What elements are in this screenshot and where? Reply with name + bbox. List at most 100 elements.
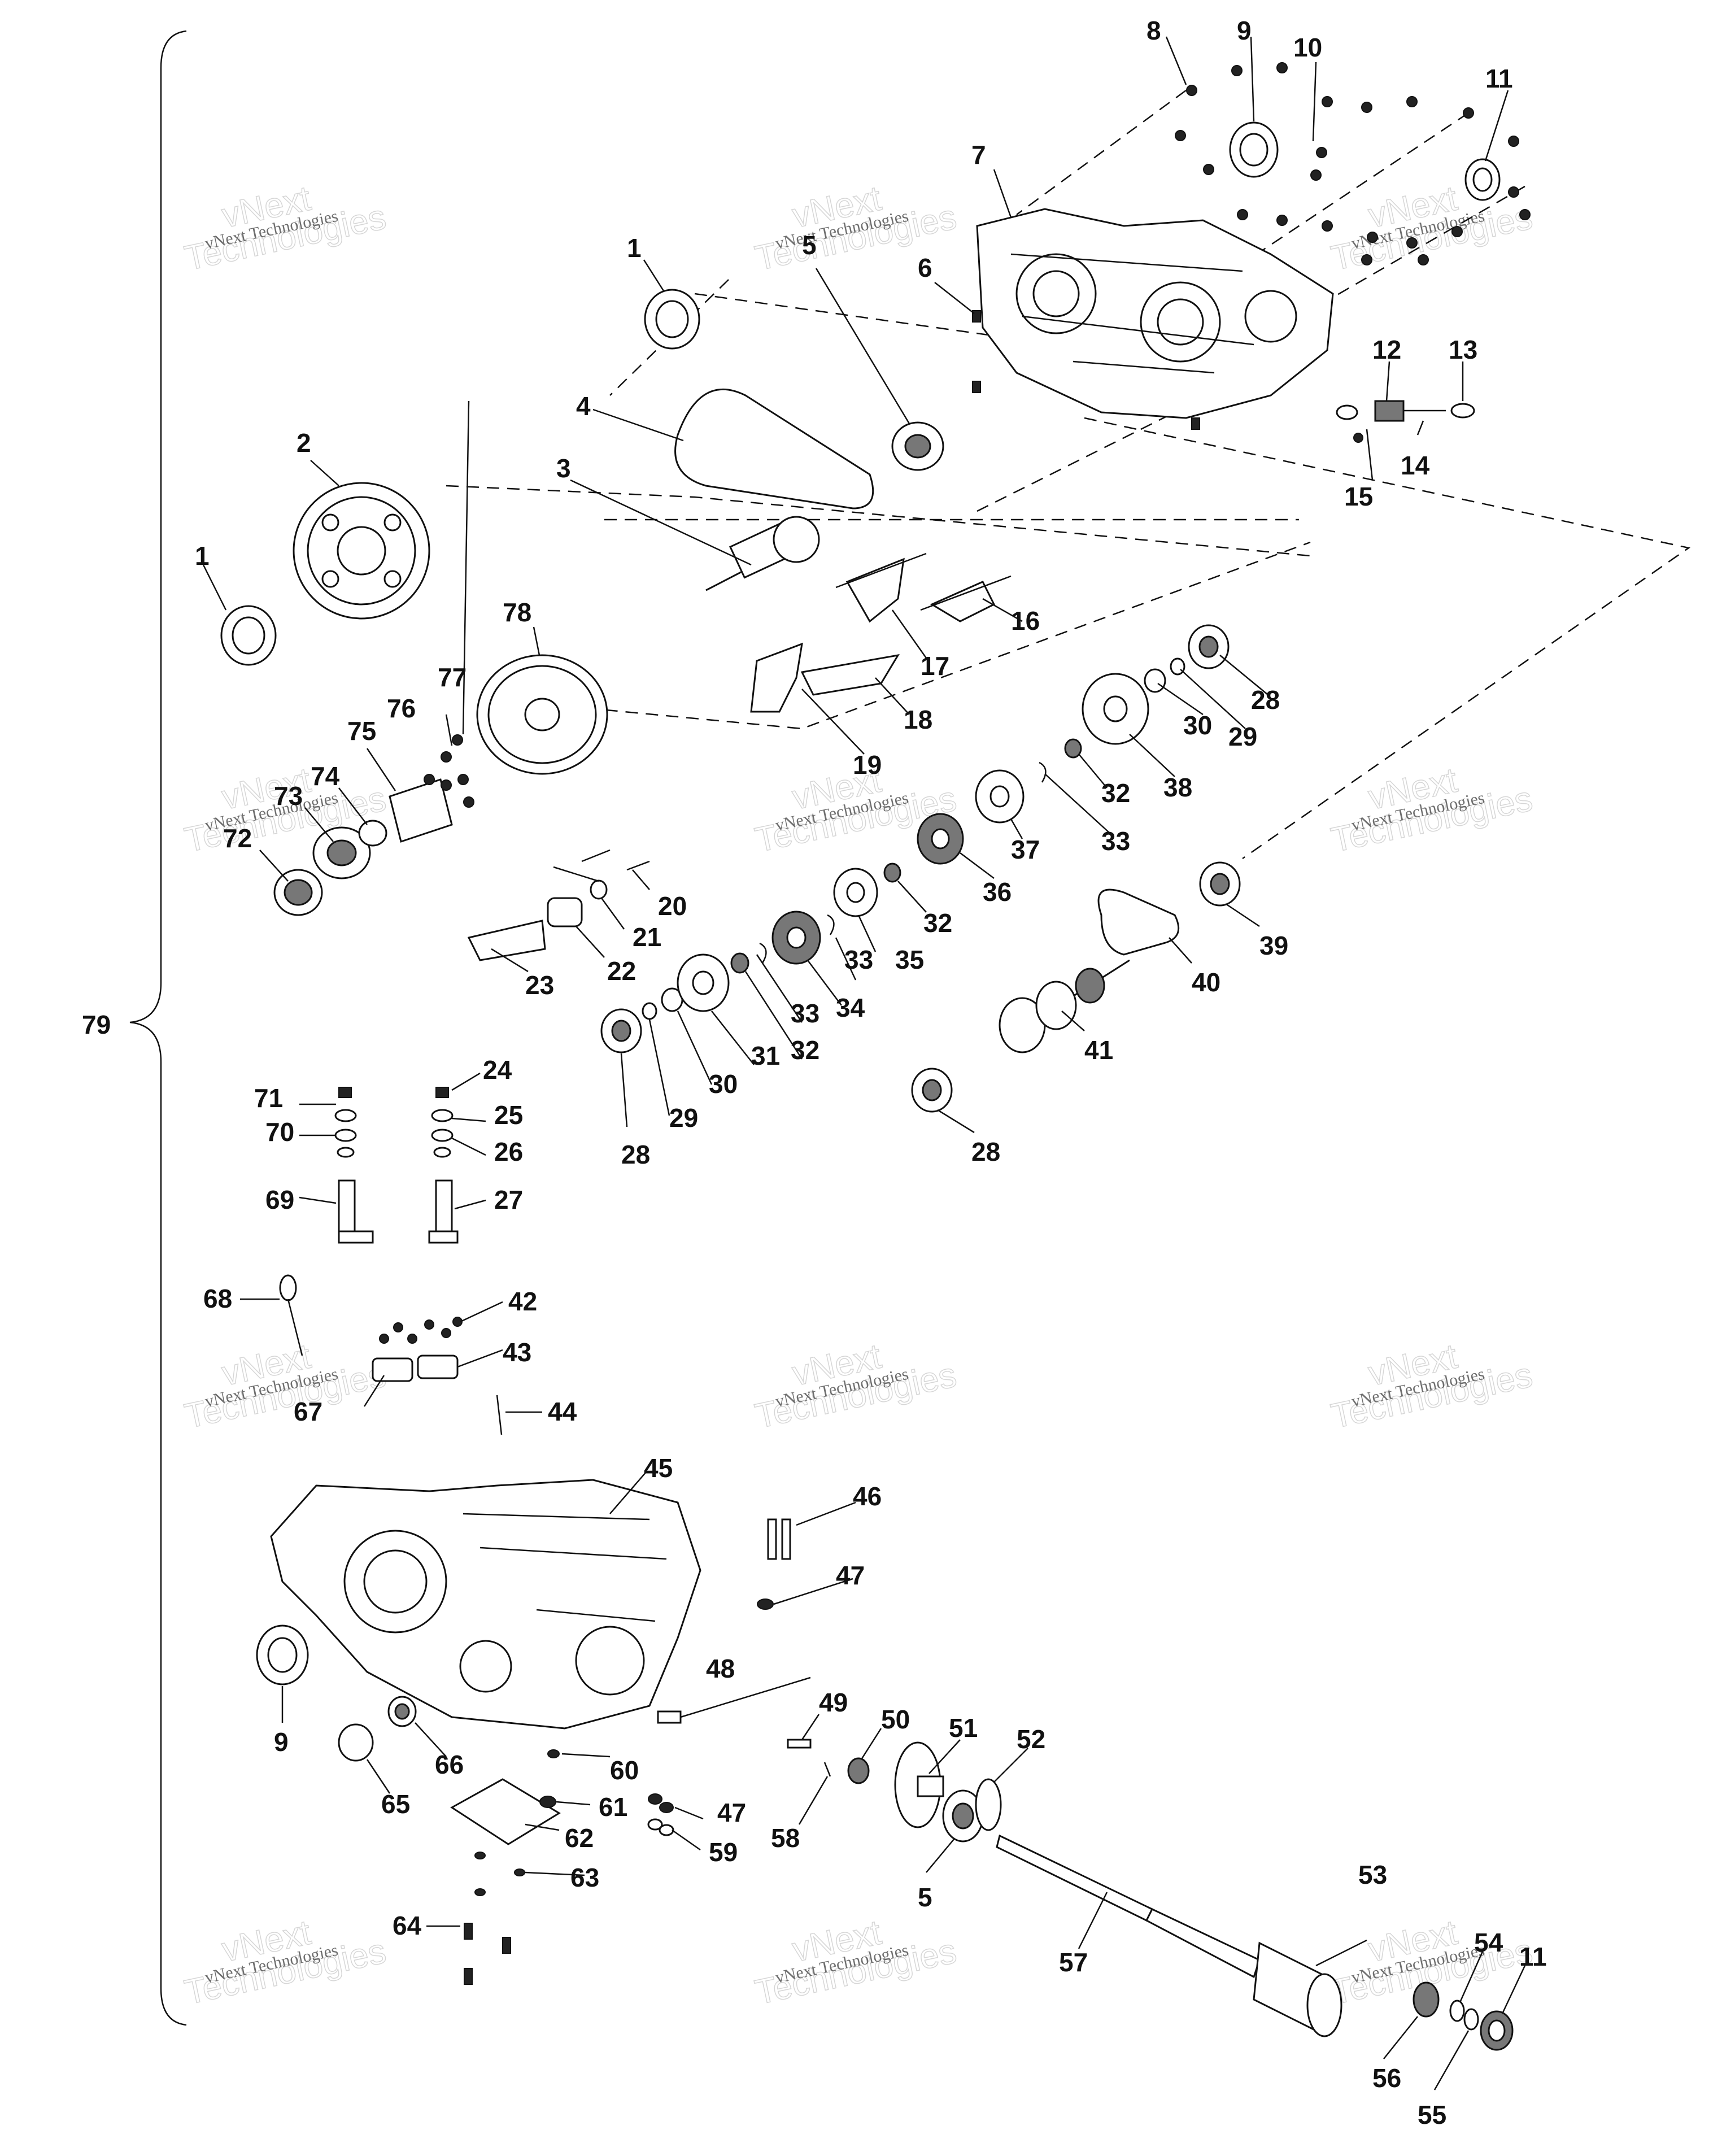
bolt-64a [464, 1923, 473, 1940]
bushing-32b [883, 863, 901, 883]
bushing-66 [387, 1696, 417, 1727]
snapring-33b [827, 914, 835, 935]
callout-12: 12 [1372, 335, 1401, 364]
callout-27: 27 [494, 1185, 523, 1214]
callout-71: 71 [254, 1083, 283, 1113]
callout-52: 52 [1017, 1724, 1045, 1754]
gear-35 [833, 868, 878, 917]
callout-59: 59 [709, 1837, 738, 1867]
callout-4: 4 [576, 391, 591, 421]
watermark-group: vNext Technologies vNext Technologies vN… [181, 178, 1536, 2013]
bolt-64c [502, 1937, 511, 1954]
washer-30-right [1144, 668, 1166, 693]
callout-47-lower: 47 [717, 1798, 746, 1827]
gear-78 [476, 654, 608, 775]
seal-1-upper [644, 289, 700, 350]
callout-7: 7 [971, 140, 986, 169]
callout-45: 45 [644, 1453, 673, 1483]
callout-34: 34 [836, 993, 865, 1022]
callout-22: 22 [607, 956, 636, 986]
washer-29-right [1170, 657, 1185, 676]
pins-20 [581, 849, 650, 871]
callout-46: 46 [853, 1482, 882, 1511]
gear-34 [771, 911, 821, 965]
plug-47-upper [757, 1599, 774, 1610]
callout-57: 57 [1059, 1948, 1088, 1977]
callout-39: 39 [1259, 931, 1288, 960]
callout-63: 63 [570, 1863, 599, 1892]
shift-shaft-27 [428, 1087, 459, 1244]
callout-70: 70 [265, 1117, 294, 1147]
callout-8: 8 [1147, 16, 1161, 45]
watermark-bottom-left: vNext Technologies vNext Technologies [181, 1913, 390, 2013]
clip-58 [823, 1762, 831, 1777]
callout-44: 44 [548, 1397, 577, 1426]
seal-1-lower [220, 605, 277, 666]
callout-30-top: 30 [1183, 711, 1212, 740]
gear-37 [975, 769, 1025, 824]
callout-35: 35 [895, 945, 924, 974]
bearing-28-left [600, 1008, 642, 1053]
callout-33-b: 33 [844, 945, 873, 974]
plug-60 [547, 1749, 560, 1758]
shift-arm-23 [467, 920, 546, 961]
output-shaft-57 [996, 1834, 1261, 1979]
dowel-pin-6c [1191, 417, 1200, 430]
watermark-low-left: vNext Technologies vNext Technologies [181, 1336, 390, 1436]
seal-9-top [1229, 121, 1279, 178]
bearing-28-bottom [911, 1068, 953, 1113]
callout-24: 24 [483, 1055, 512, 1084]
bearing-73 [312, 826, 371, 879]
bolt-49 [787, 1739, 812, 1749]
callout-51: 51 [949, 1713, 978, 1743]
plug-63b [474, 1852, 486, 1859]
studs-46 [767, 1518, 791, 1560]
washer-54 [1449, 2000, 1465, 2022]
callout-66: 66 [435, 1750, 464, 1779]
seal-11-top [1464, 158, 1501, 201]
cover-plate-62 [450, 1778, 561, 1845]
watermark-low-right: vNext Technologies vNext Technologies [1327, 1336, 1536, 1436]
snapring-33c [1039, 761, 1047, 783]
pin-44 [496, 1395, 503, 1435]
dipstick-68 [279, 1274, 303, 1356]
shift-fork-17 [835, 552, 927, 623]
callout-30-bottom: 30 [709, 1069, 738, 1099]
bearing-39 [1199, 861, 1241, 907]
callout-11-lower: 11 [1519, 1942, 1547, 1971]
watermark-top-left: vNext Technologies vNext Technologies [181, 178, 390, 278]
callout-2: 2 [297, 428, 311, 458]
fittings-59-47 [647, 1793, 674, 1836]
callout-32-b: 32 [923, 908, 952, 938]
dowel-pin-6a [972, 310, 981, 323]
callout-17: 17 [921, 651, 949, 681]
retainer-plate-75 [389, 778, 453, 843]
callout-5-lower: 5 [918, 1883, 932, 1912]
callout-36: 36 [983, 877, 1012, 907]
callout-25: 25 [494, 1100, 523, 1130]
callout-56: 56 [1372, 2063, 1401, 2093]
brackets-43 [372, 1354, 459, 1382]
callout-1-top: 1 [627, 233, 642, 263]
shaft-41 [999, 959, 1130, 1053]
callout-26: 26 [494, 1137, 523, 1166]
watermark-low-center: vNext Technologies vNext Technologies [751, 1336, 960, 1436]
bearing-72 [273, 869, 323, 916]
callout-23: 23 [525, 970, 554, 1000]
callout-55: 55 [1418, 2100, 1446, 2129]
callout-47-upper: 47 [836, 1561, 865, 1590]
callout-75: 75 [347, 716, 376, 746]
seal-9-lower [256, 1624, 309, 1685]
gear-36 [917, 813, 964, 865]
callout-67: 67 [294, 1397, 322, 1426]
callout-21: 21 [633, 922, 661, 952]
callout-40: 40 [1192, 968, 1220, 997]
snapring-33a [759, 942, 767, 964]
bolts-42 [379, 1317, 463, 1344]
callout-65: 65 [381, 1789, 410, 1819]
callout-41: 41 [1084, 1035, 1113, 1065]
callout-31: 31 [751, 1041, 780, 1070]
callout-labels: 8 9 10 11 7 1 5 6 4 3 2 1 12 13 14 15 16… [195, 16, 1547, 2129]
transmission-cover [976, 208, 1334, 419]
